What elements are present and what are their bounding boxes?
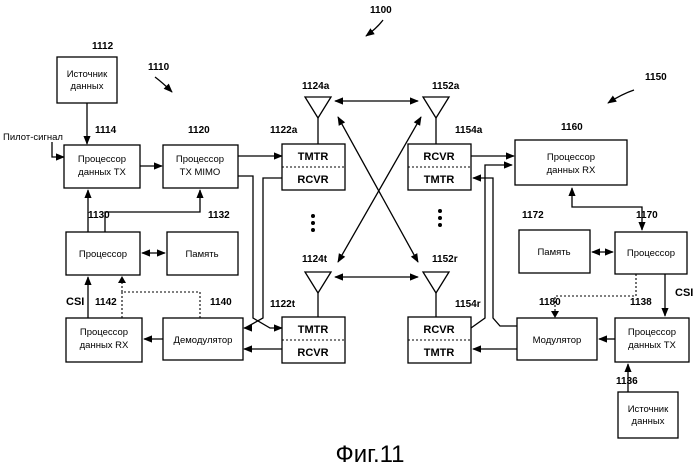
side-a-pointer (155, 77, 172, 92)
dotted-link-b (555, 274, 636, 313)
rx-data-processor-b-ref: 1160 (561, 122, 583, 133)
dotted-arrowhead-a (118, 276, 126, 283)
rx-data-processor-b-line2: данных RX (547, 165, 596, 176)
memory-a-label: Память (185, 249, 218, 260)
antenna-1152r: 1152r (423, 254, 458, 293)
memory-b-label: Память (537, 247, 570, 258)
transceiver-a-tmtr: TMTR (298, 151, 329, 163)
data-source-b-line2: данных (632, 416, 665, 427)
memory-b: 1172 Память (519, 210, 590, 273)
tx-data-processor-a: 1114 Процессор данных TX (64, 125, 140, 188)
antenna-1124a: 1124a (302, 81, 331, 118)
antenna-1124a-ref: 1124a (302, 81, 330, 92)
memory-a: 1132 Память (167, 210, 238, 275)
rx-data-processor-b-line1: Процессор (547, 152, 595, 163)
transceiver-b-r: 1154r RCVR TMTR (408, 299, 481, 363)
processor-b: 1170 Процессор (615, 210, 687, 274)
transceiver-b-r-rcvr: RCVR (423, 324, 454, 336)
csi-label-a: CSI (66, 296, 84, 308)
ellipsis-dot (438, 209, 442, 213)
ellipsis-dot (438, 216, 442, 220)
csi-label-b: CSI (675, 287, 693, 299)
rx-data-processor-a-line2: данных RX (80, 340, 129, 351)
ellipsis-dot (311, 221, 315, 225)
tx-mimo-processor: 1120 Процессор TX MIMO (163, 125, 238, 188)
transceiver-b-r-tmtr: TMTR (424, 347, 455, 359)
arrow-pilot-to-txdata (52, 142, 64, 157)
processor-b-ref: 1170 (636, 210, 658, 221)
transceiver-a-ref: 1122a (270, 125, 298, 136)
tx-data-processor-a-line1: Процессор (78, 154, 126, 165)
transceiver-b-a-ref: 1154a (455, 125, 483, 136)
transceiver-b-a-tmtr: TMTR (424, 174, 455, 186)
ellipsis-dot (311, 214, 315, 218)
arrow-rxdata-proc-b (572, 188, 642, 230)
transceiver-t-tmtr: TMTR (298, 324, 329, 336)
memory-b-ref: 1172 (522, 210, 544, 221)
tx-mimo-processor-line2: TX MIMO (180, 167, 221, 178)
transceiver-a: 1122a TMTR RCVR (270, 125, 345, 190)
tx-data-processor-b-line2: данных TX (628, 340, 676, 351)
figure-number: 1100 (370, 5, 392, 16)
tx-mimo-processor-ref: 1120 (188, 125, 210, 136)
dotted-arrowhead-b (551, 311, 559, 318)
transceiver-b-a: 1154a RCVR TMTR (408, 125, 483, 190)
demodulator-ref: 1140 (210, 297, 232, 308)
processor-a: 1130 Процессор (66, 210, 140, 275)
side-b-ref: 1150 (645, 72, 667, 83)
figure-number-pointer (366, 20, 383, 36)
transceiver-t: 1122t TMTR RCVR (270, 299, 345, 363)
modulator-ref: 1180 (539, 297, 561, 308)
pilot-signal-label: Пилот-сигнал (3, 132, 63, 143)
demodulator-label: Демодулятор (174, 335, 233, 346)
dotted-link-a (122, 292, 200, 318)
transceiver-b-r-ref: 1154r (455, 299, 481, 310)
transceiver-t-ref: 1122t (270, 299, 296, 310)
tx-data-processor-b-ref: 1138 (630, 297, 652, 308)
data-source-b-line1: Источник (628, 404, 669, 415)
antenna-1152a: 1152a (423, 81, 460, 118)
side-b-pointer (608, 90, 634, 103)
data-source-b-ref: 1136 (616, 376, 638, 387)
ellipsis-dot (311, 228, 315, 232)
tx-data-processor-a-ref: 1114 (95, 125, 117, 136)
transceiver-b-a-rcvr: RCVR (423, 151, 454, 163)
data-source-a: 1112 Источник данных (57, 41, 117, 103)
data-source-a-ref: 1112 (92, 41, 114, 52)
modulator-label: Модулятор (533, 335, 582, 346)
tx-data-processor-a-line2: данных TX (78, 167, 126, 178)
antenna-1152a-ref: 1152a (432, 81, 460, 92)
memory-a-ref: 1132 (208, 210, 230, 221)
transceiver-t-rcvr: RCVR (297, 347, 328, 359)
side-a-ref: 1110 (148, 62, 170, 73)
rx-data-processor-b: 1160 Процессор данных RX (515, 122, 627, 185)
processor-b-label: Процессор (627, 248, 675, 259)
transceiver-a-rcvr: RCVR (297, 174, 328, 186)
rx-data-processor-a-ref: 1142 (95, 297, 117, 308)
rx-data-processor-a-line1: Процессор (80, 327, 128, 338)
processor-a-label: Процессор (79, 249, 127, 260)
antenna-1124t: 1124t (302, 254, 331, 293)
antenna-1124t-ref: 1124t (302, 254, 328, 265)
data-source-b: 1136 Источник данных (616, 376, 678, 438)
data-source-a-line2: данных (71, 81, 104, 92)
tx-data-processor-b: 1138 Процессор данных TX (615, 297, 689, 362)
tx-data-processor-b-line1: Процессор (628, 327, 676, 338)
data-source-a-line1: Источник (67, 69, 108, 80)
demodulator: 1140 Демодулятор (163, 297, 243, 360)
tx-mimo-processor-line1: Процессор (176, 154, 224, 165)
modulator: 1180 Модулятор (517, 297, 597, 360)
arrow-proc-to-mimo (105, 190, 200, 232)
figure-caption: Фиг.11 (335, 441, 404, 468)
antenna-1152r-ref: 1152r (432, 254, 458, 265)
ellipsis-dot (438, 223, 442, 227)
